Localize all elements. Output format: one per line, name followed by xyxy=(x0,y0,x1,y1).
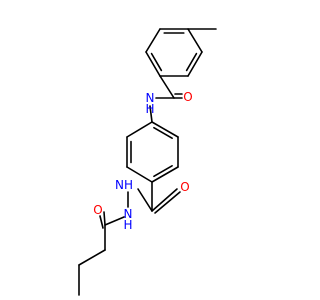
bond-ring2-d xyxy=(126,166,153,183)
bond-ring2-f xyxy=(126,121,153,138)
bond-nh-ring2 xyxy=(149,105,153,123)
atom-nitrogen-amide-text: H xyxy=(145,102,154,116)
bond-ring1-inner-c xyxy=(150,52,163,72)
atom-nitrogen-hydrazide-2-text: H xyxy=(123,218,132,232)
bond-ring2-inner-a xyxy=(153,126,173,140)
bond-ring2-a xyxy=(151,121,179,138)
bond-layer xyxy=(78,28,217,296)
atom-nitrogen-amide-text: N xyxy=(146,91,155,105)
bond-nh-c3 xyxy=(104,216,125,226)
bond-c2-nh xyxy=(137,188,153,212)
atom-nitrogen-hydrazide-1-text: NH xyxy=(115,178,133,192)
atom-nitrogen-amide: NH xyxy=(145,91,154,116)
atom-oxygen-mid-text: O xyxy=(180,180,189,194)
atom-nitrogen-hydrazide-2-text: N xyxy=(124,207,133,221)
bond-carbonyl3-double xyxy=(99,215,104,229)
bond-carbonyl2-double xyxy=(154,191,181,214)
bond-carbonyl3 xyxy=(103,211,106,226)
atom-nitrogen-hydrazide-2: NH xyxy=(123,207,132,232)
bond-chain-b xyxy=(78,249,106,266)
atom-nitrogen-hydrazide-1: NH xyxy=(115,178,133,192)
atom-oxygen-top: O xyxy=(183,90,192,104)
bond-ring2-inner-b xyxy=(153,164,173,178)
bond-ring2-c xyxy=(151,166,179,183)
bond-ring1-f xyxy=(145,28,161,53)
bond-ring1-inner-b xyxy=(185,52,198,72)
atom-oxygen-low-text: O xyxy=(93,203,102,217)
bond-ring1-b xyxy=(187,28,203,53)
atom-oxygen-low: O xyxy=(93,203,102,217)
bond-ring1-carbonyl xyxy=(159,75,175,99)
atom-oxygen-mid: O xyxy=(180,180,189,194)
bond-ring1-e xyxy=(145,51,161,77)
bond-ring1-c xyxy=(187,51,203,77)
atom-oxygen-top-text: O xyxy=(183,90,192,104)
bond-carbonyl2 xyxy=(151,188,178,212)
